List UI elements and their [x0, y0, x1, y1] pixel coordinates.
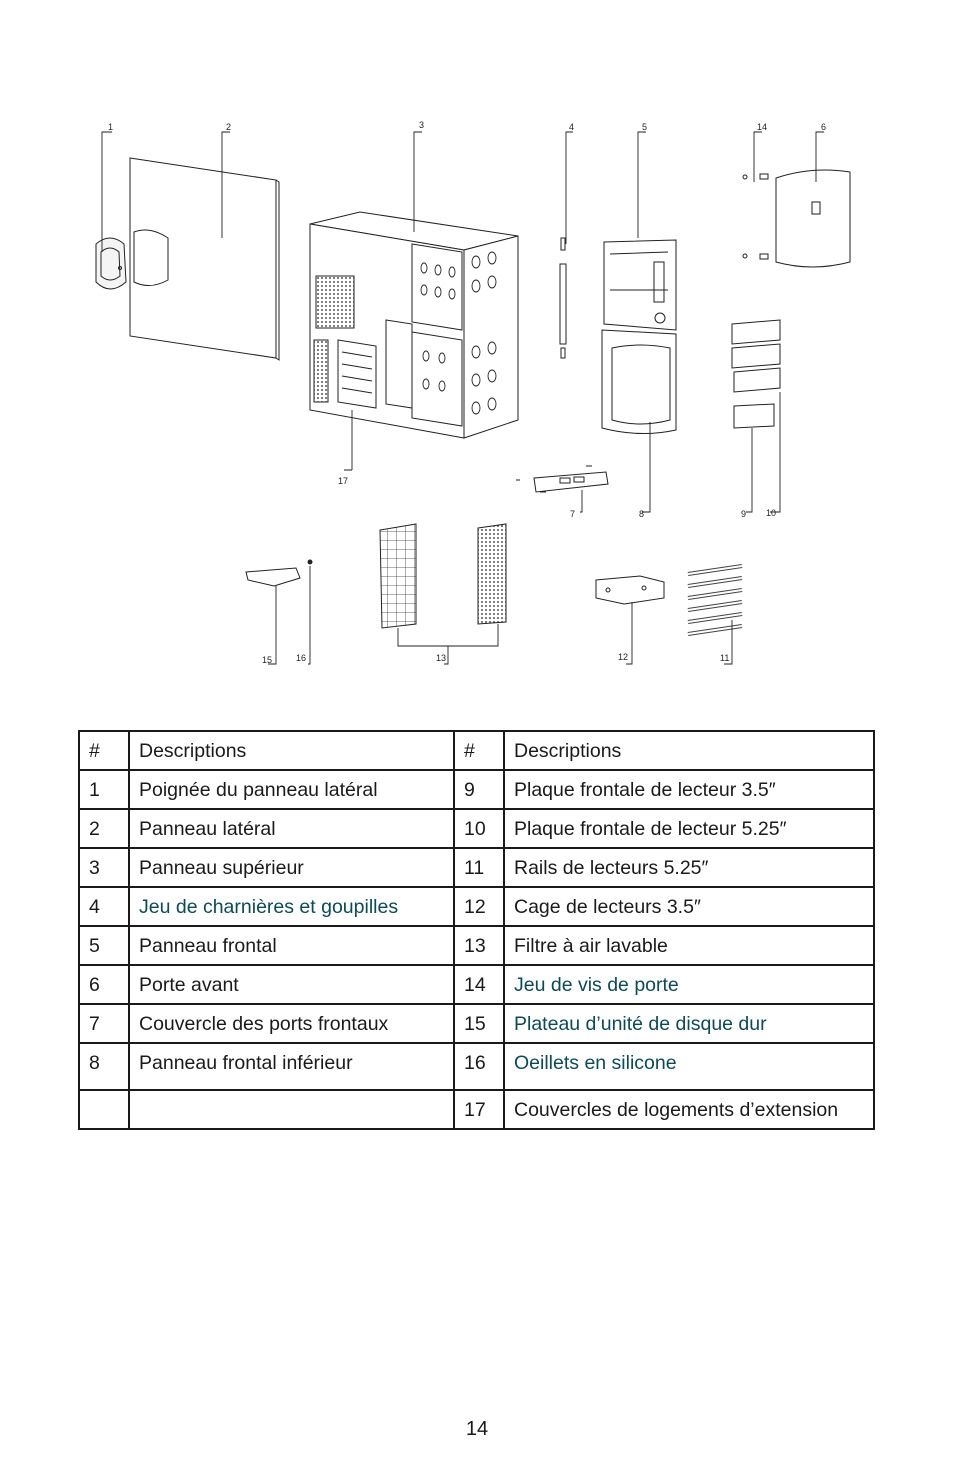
- part-number: 1: [78, 769, 130, 810]
- part-description: Jeu de charnières et goupilles: [128, 886, 455, 927]
- front-port-cover-drawing: [516, 465, 609, 493]
- part-description: Panneau frontal inférieur: [128, 1042, 455, 1091]
- part-number: 17: [453, 1089, 505, 1130]
- part-number: 5: [78, 925, 130, 966]
- callout-10: 10: [766, 508, 776, 518]
- part-description: Plaque frontale de lecteur 3.5″: [503, 769, 875, 810]
- drive-bay-covers-drawing: [731, 319, 781, 429]
- air-filters-drawing: [379, 523, 507, 629]
- part-number: 3: [78, 847, 130, 888]
- part-number: 7: [78, 1003, 130, 1044]
- hdd-tray-drawing: [245, 567, 301, 587]
- part-number: 13: [453, 925, 505, 966]
- table-row: 5 Panneau frontal 13 Filtre à air lavabl…: [78, 925, 875, 966]
- callout-5: 5: [642, 122, 647, 132]
- table-header-row: # Descriptions # Descriptions: [78, 730, 875, 771]
- table-row: 6 Porte avant 14 Jeu de vis de porte: [78, 964, 875, 1005]
- callout-12: 12: [618, 652, 628, 662]
- drive-cage-drawing: [595, 575, 665, 605]
- part-number: 9: [453, 769, 505, 810]
- part-number: [78, 1089, 130, 1130]
- header-description-2: Descriptions: [503, 730, 875, 771]
- callout-4: 4: [569, 122, 574, 132]
- callout-17: 17: [338, 476, 348, 486]
- table-row: 8 Panneau frontal inférieur 16 Oeillets …: [78, 1042, 875, 1091]
- part-description: Oeillets en silicone: [503, 1042, 875, 1091]
- part-description: [128, 1089, 455, 1130]
- callout-2: 2: [226, 122, 231, 132]
- callout-labels: 1 2 3 4 5 6 7 8 9 10 11 12 13 14 15 16 1…: [108, 120, 826, 665]
- front-door-drawing: [775, 169, 851, 268]
- table-row: 7 Couvercle des ports frontaux 15 Platea…: [78, 1003, 875, 1044]
- side-panel-handle-drawing: [95, 237, 127, 290]
- chassis-drawing: [309, 211, 519, 439]
- part-description: Porte avant: [128, 964, 455, 1005]
- table-row: 1 Poignée du panneau latéral 9 Plaque fr…: [78, 769, 875, 810]
- hinge-set-drawing: [559, 237, 567, 359]
- header-number-2: #: [453, 730, 505, 771]
- part-description: Couvercles de logements d’extension: [503, 1089, 875, 1130]
- front-panel-drawing: [603, 239, 677, 331]
- part-description: Plateau d’unité de disque dur: [503, 1003, 875, 1044]
- callout-1: 1: [108, 122, 113, 132]
- door-screws-drawing: [742, 173, 769, 260]
- callout-3: 3: [419, 120, 424, 130]
- part-number: 14: [453, 964, 505, 1005]
- table-row: 4 Jeu de charnières et goupilles 12 Cage…: [78, 886, 875, 927]
- part-description: Panneau supérieur: [128, 847, 455, 888]
- callout-9: 9: [741, 509, 746, 519]
- header-description: Descriptions: [128, 730, 455, 771]
- table-row: 2 Panneau latéral 10 Plaque frontale de …: [78, 808, 875, 849]
- callout-15: 15: [262, 655, 272, 665]
- callout-7: 7: [570, 509, 575, 519]
- callout-16: 16: [296, 653, 306, 663]
- table-row: 3 Panneau supérieur 11 Rails de lecteurs…: [78, 847, 875, 888]
- part-number: 6: [78, 964, 130, 1005]
- callout-14: 14: [757, 122, 767, 132]
- part-description: Couvercle des ports frontaux: [128, 1003, 455, 1044]
- header-number: #: [78, 730, 130, 771]
- part-description: Panneau frontal: [128, 925, 455, 966]
- part-description: Poignée du panneau latéral: [128, 769, 455, 810]
- part-number: 12: [453, 886, 505, 927]
- part-description: Jeu de vis de porte: [503, 964, 875, 1005]
- part-description: Plaque frontale de lecteur 5.25″: [503, 808, 875, 849]
- part-number: 16: [453, 1042, 505, 1091]
- part-description: Rails de lecteurs 5.25″: [503, 847, 875, 888]
- part-description: Panneau latéral: [128, 808, 455, 849]
- part-number: 4: [78, 886, 130, 927]
- side-panel-drawing: [129, 157, 280, 361]
- callout-13: 13: [436, 653, 446, 663]
- table-row: 17 Couvercles de logements d’extension: [78, 1089, 875, 1130]
- exploded-parts-diagram: 1 2 3 4 5 6 7 8 9 10 11 12 13 14 15 16 1…: [95, 120, 851, 665]
- drive-rails-drawing: [687, 564, 743, 636]
- part-number: 10: [453, 808, 505, 849]
- part-description: Cage de lecteurs 3.5″: [503, 886, 875, 927]
- callout-8: 8: [639, 509, 644, 519]
- part-description: Filtre à air lavable: [503, 925, 875, 966]
- part-number: 11: [453, 847, 505, 888]
- page-number: 14: [465, 1418, 489, 1440]
- parts-table: # Descriptions # Descriptions 1 Poignée …: [78, 730, 875, 1130]
- part-number: 8: [78, 1042, 130, 1091]
- lower-front-panel-drawing: [601, 329, 677, 435]
- callout-6: 6: [821, 122, 826, 132]
- callout-leader-lines: [101, 131, 824, 665]
- part-number: 15: [453, 1003, 505, 1044]
- callout-11: 11: [720, 653, 729, 663]
- part-number: 2: [78, 808, 130, 849]
- silicone-grommet-drawing: [307, 559, 313, 565]
